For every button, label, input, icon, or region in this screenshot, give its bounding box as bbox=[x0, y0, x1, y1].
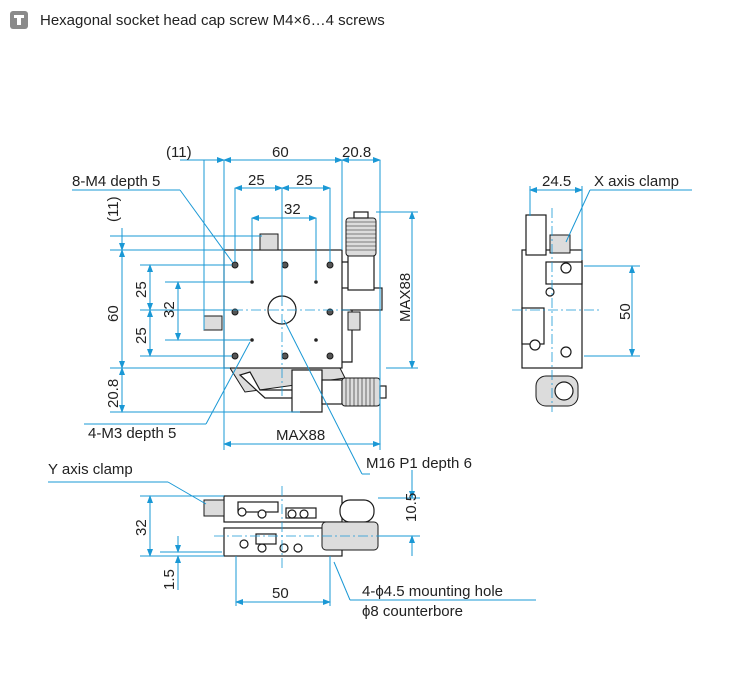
dim-left-11: (11) bbox=[105, 196, 122, 222]
dim-top-32: 32 bbox=[284, 201, 301, 218]
side-view bbox=[512, 208, 600, 412]
screw-head bbox=[259, 233, 279, 251]
dim-left-60: 60 bbox=[105, 305, 122, 322]
dim-side-24-5: 24.5 bbox=[542, 173, 571, 190]
dim-left-25a: 25 bbox=[133, 281, 150, 298]
micrometer-y-cap bbox=[379, 385, 387, 399]
dim-max88-v: MAX88 bbox=[397, 273, 414, 322]
callout-mount-2: ϕ8 counterbore bbox=[362, 603, 463, 620]
dim-left-25b: 25 bbox=[133, 327, 150, 344]
dim-side-50: 50 bbox=[617, 303, 634, 320]
header-text: Hexagonal socket head cap screw M4×6…4 s… bbox=[40, 11, 385, 29]
header: Hexagonal socket head cap screw M4×6…4 s… bbox=[10, 8, 385, 32]
front-y-clamp bbox=[203, 499, 225, 517]
m3-holes bbox=[250, 280, 318, 342]
dim-top-60: 60 bbox=[272, 144, 289, 161]
dim-front-10-5: 10.5 bbox=[403, 493, 420, 522]
side-screw-head bbox=[549, 234, 571, 254]
front-dims bbox=[48, 470, 536, 606]
dim-left-20-8: 20.8 bbox=[105, 379, 122, 408]
side-dims bbox=[529, 186, 692, 357]
dim-top-25b: 25 bbox=[296, 172, 313, 189]
y-clamp-knob bbox=[203, 315, 223, 331]
callout-mount-1: 4-ϕ4.5 mounting hole bbox=[362, 583, 503, 600]
callout-m16: M16 P1 depth 6 bbox=[366, 455, 472, 472]
micrometer-x-cap bbox=[353, 211, 369, 219]
m4-holes bbox=[231, 261, 334, 360]
top-dims bbox=[72, 157, 418, 475]
dim-front-32: 32 bbox=[133, 519, 150, 536]
clamp-knob bbox=[347, 311, 361, 331]
dim-top-11: (11) bbox=[166, 144, 192, 161]
dim-front-50: 50 bbox=[272, 585, 289, 602]
dim-front-1-5: 1.5 bbox=[161, 569, 178, 590]
side-block-a bbox=[521, 307, 545, 345]
dim-top-20-8: 20.8 bbox=[342, 144, 371, 161]
top-view bbox=[203, 211, 387, 413]
front-knob bbox=[339, 499, 375, 523]
callout-x-clamp: X axis clamp bbox=[594, 173, 679, 190]
front-view bbox=[203, 486, 390, 570]
dim-max88-h: MAX88 bbox=[276, 427, 325, 444]
side-micrometer bbox=[525, 214, 547, 256]
callout-m3: 4-M3 depth 5 bbox=[88, 425, 176, 442]
callout-y-clamp: Y axis clamp bbox=[48, 461, 133, 478]
micrometer-y-body bbox=[291, 369, 323, 413]
dim-top-25a: 25 bbox=[248, 172, 265, 189]
screw-icon bbox=[10, 11, 28, 29]
clamp-bar bbox=[339, 287, 383, 311]
callout-m4: 8-M4 depth 5 bbox=[72, 173, 160, 190]
dim-left-32: 32 bbox=[161, 301, 178, 318]
